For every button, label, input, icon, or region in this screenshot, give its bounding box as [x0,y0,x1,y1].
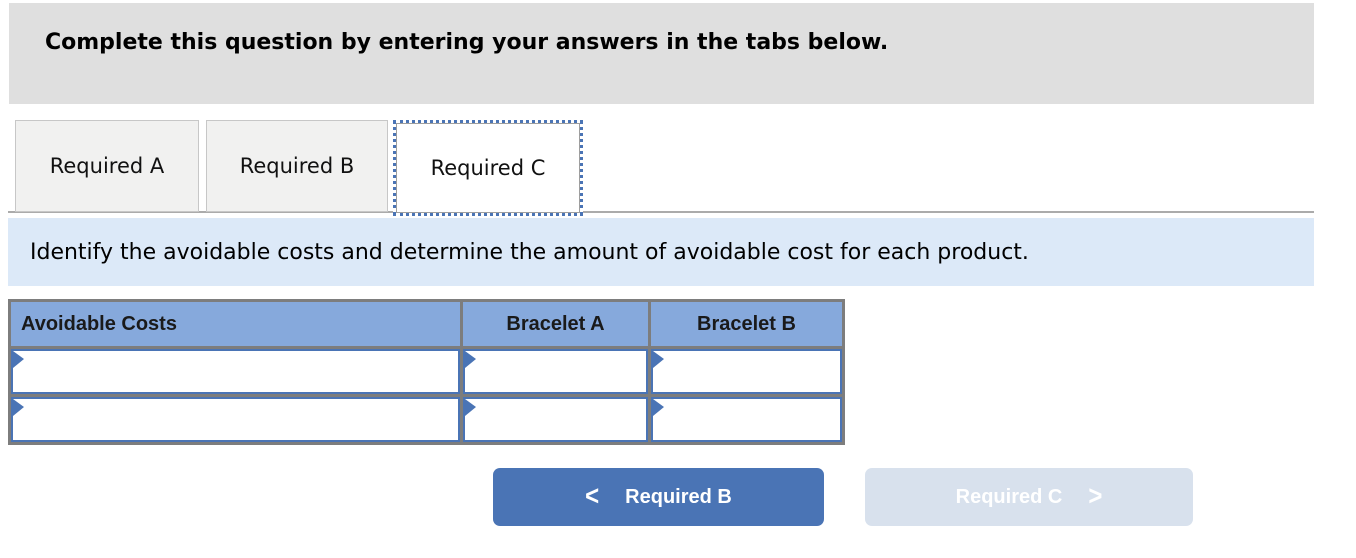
next-required-c-button[interactable]: Required C > [865,468,1193,526]
chevron-left-icon: < [585,480,600,512]
dropdown-flag-icon [13,351,24,368]
prev-required-b-button[interactable]: < Required B [493,468,824,526]
answer-cell-row2-bracelet-b[interactable] [651,397,842,442]
answer-cell-row2-avoidable-cost[interactable] [11,397,460,442]
answer-cell-row1-bracelet-a[interactable] [463,349,648,394]
dropdown-flag-icon [653,351,664,368]
tab-required-a[interactable]: Required A [15,120,199,212]
tab-label: Required C [430,156,546,180]
tab-required-c[interactable]: Required C [393,120,583,216]
tab-strip-divider [8,211,1314,213]
panel-instruction-text: Identify the avoidable costs and determi… [30,239,1029,265]
tab-label: Required B [239,154,355,178]
answer-cell-row1-bracelet-b[interactable] [651,349,842,394]
answer-cell-row2-bracelet-a[interactable] [463,397,648,442]
dropdown-flag-icon [465,399,476,416]
dropdown-flag-icon [653,399,664,416]
panel-instruction-bar: Identify the avoidable costs and determi… [8,218,1314,286]
column-header-avoidable-costs: Avoidable Costs [11,302,460,346]
tab-label: Required A [49,154,165,178]
chevron-right-icon: > [1088,480,1103,512]
prev-button-label: Required B [625,485,732,508]
answer-cell-row1-avoidable-cost[interactable] [11,349,460,394]
dropdown-flag-icon [465,351,476,368]
next-button-label: Required C [955,485,1063,508]
column-header-bracelet-b: Bracelet B [651,302,842,346]
dropdown-flag-icon [13,399,24,416]
column-header-bracelet-a: Bracelet A [463,302,648,346]
tab-required-b[interactable]: Required B [206,120,388,212]
banner-text: Complete this question by entering your … [45,30,889,55]
question-banner: Complete this question by entering your … [9,3,1314,104]
avoidable-costs-table: Avoidable Costs Bracelet A Bracelet B [8,299,845,445]
